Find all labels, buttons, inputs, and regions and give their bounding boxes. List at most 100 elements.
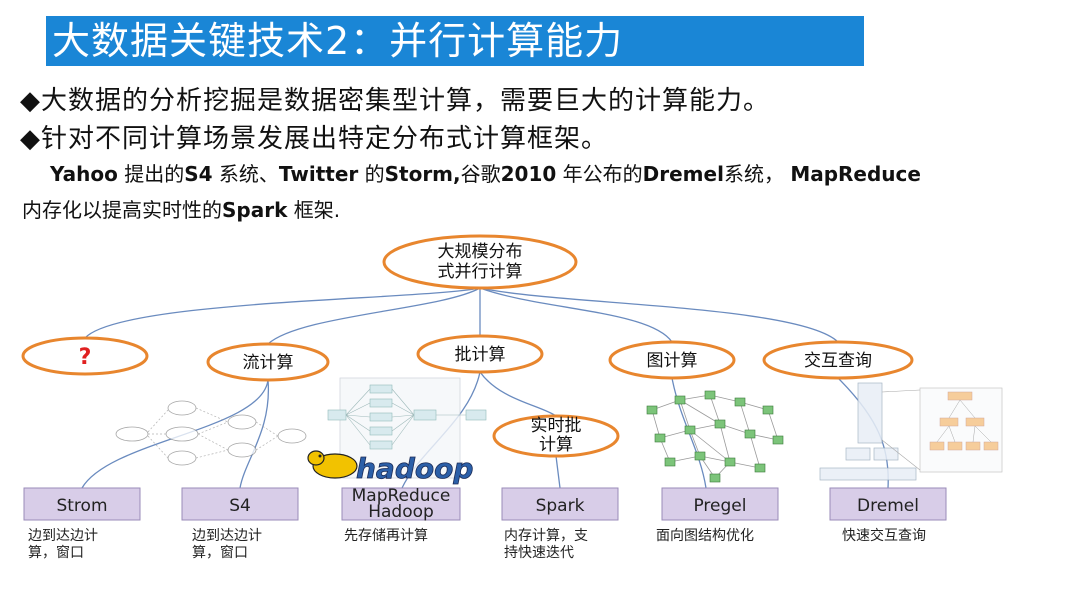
- pregel-edge-4: [651, 409, 661, 439]
- system-box-mapreduce: [341, 487, 461, 521]
- dremel-tree-thumbnail: [819, 382, 1003, 481]
- system-caption-strom-0: 边到达边计: [28, 528, 98, 544]
- system-label-pregel-0: Pregel: [693, 496, 746, 516]
- hadoop-logo: hadoop: [307, 450, 474, 485]
- connector-root-to-interactive: [479, 287, 839, 343]
- description-line-1-run-4: Twitter: [278, 162, 359, 186]
- description-line-2-run-1: Spark: [222, 198, 288, 222]
- unknown-label: ?: [79, 345, 92, 370]
- connector-stream-to-s4: [239, 379, 270, 489]
- connector-lines: [81, 287, 889, 489]
- system-label-mapreduce-1: Hadoop: [368, 502, 434, 522]
- system-caption-pregel-0: 面向图结构优化: [656, 528, 754, 544]
- system-label-strom-0: Strom: [56, 496, 107, 516]
- description-line-1-run-9: 年公布的: [556, 162, 643, 186]
- pregel-edge-16: [749, 433, 761, 469]
- stream-label: 流计算: [243, 353, 294, 373]
- page-title: 大数据关键技术2：并行计算能力: [46, 16, 864, 66]
- description-line-1-run-11: 系统，: [723, 162, 791, 186]
- pregel-node-5: [654, 433, 666, 443]
- description-line-1-run-7: 谷歌: [460, 162, 501, 186]
- pregel-node-10: [664, 457, 676, 467]
- pregel-node-4: [762, 405, 774, 415]
- connector-realtime-to-spark: [555, 455, 561, 489]
- system-caption-spark-1: 持快速迭代: [504, 545, 574, 561]
- description-line-1-run-10: Dremel: [642, 162, 724, 186]
- category-realtime-batch: 实时批 计算: [492, 414, 620, 458]
- system-box-pregel: [661, 487, 779, 521]
- description-line-1-run-6: Storm,: [384, 162, 461, 186]
- system-box-s4: [181, 487, 299, 521]
- graph-label: 图计算: [647, 351, 698, 371]
- description-line-2-run-0: 内存化以提高实时性的: [22, 198, 222, 222]
- pregel-node-7: [714, 419, 726, 429]
- description-line-1-run-8: 2010: [500, 162, 557, 186]
- system-caption-strom-1: 算，窗口: [28, 544, 84, 561]
- system-caption-s4-0: 边到达边计: [192, 528, 262, 544]
- category-interactive: 交互查询: [762, 340, 914, 380]
- system-label-s4-0: S4: [229, 496, 251, 516]
- description-line-1-run-0: Yahoo: [50, 162, 118, 186]
- description-line-1-run-1: 提出的: [117, 162, 185, 186]
- pregel-edge-6: [709, 394, 721, 425]
- pregel-edge-23: [689, 429, 731, 463]
- pregel-node-3: [734, 397, 746, 407]
- connector-root-to-unknown: [84, 287, 481, 339]
- category-stream: 流计算: [206, 342, 330, 382]
- category-graph: 图计算: [608, 340, 736, 380]
- system-caption-spark-0: 内存计算，支: [504, 528, 588, 544]
- pregel-edge-14: [689, 429, 701, 457]
- system-box-strom: [23, 487, 141, 521]
- system-caption-dremel-0: 快速交互查询: [842, 527, 926, 544]
- realtime-batch-label-line-1: 实时批: [531, 416, 582, 436]
- pregel-edge-7: [739, 401, 751, 435]
- hadoop-logo-text: hadoop: [356, 452, 473, 485]
- system-label-dremel-0: Dremel: [857, 496, 919, 516]
- interactive-label: 交互查询: [804, 351, 872, 371]
- description-line-1-run-2: S4: [184, 162, 213, 186]
- description: Yahoo 提出的S4 系统、Twitter 的Storm,谷歌2010 年公布…: [22, 156, 1072, 228]
- system-caption-s4-1: 算，窗口: [192, 544, 248, 561]
- pregel-node-8: [744, 429, 756, 439]
- root-node: 大规模分布 式并行计算: [382, 234, 578, 290]
- bullet-1: ◆大数据的分析挖掘是数据密集型计算，需要巨大的计算能力。: [20, 86, 770, 116]
- system-dremel: Dremel 快速交互查询: [829, 487, 947, 544]
- stream-graph-thumbnail: [115, 400, 307, 466]
- pregel-node-14: [709, 473, 721, 483]
- pregel-node-6: [684, 425, 696, 435]
- pregel-node-12: [724, 457, 736, 467]
- pregel-node-1: [674, 395, 686, 405]
- description-line-1: Yahoo 提出的S4 系统、Twitter 的Storm,谷歌2010 年公布…: [22, 156, 1072, 192]
- bullet-2: ◆针对不同计算场景发展出特定分布式计算框架。: [20, 124, 608, 154]
- pregel-edge-8: [767, 409, 779, 441]
- system-box-spark: [501, 487, 619, 521]
- pregel-node-13: [754, 463, 766, 473]
- pregel-node-9: [772, 435, 784, 445]
- system-pregel: Pregel 面向图结构优化: [656, 487, 779, 544]
- system-boxes: Strom边到达边计算，窗口S4边到达边计算，窗口MapReduceHadoop…: [23, 486, 947, 561]
- realtime-batch-label-line-2: 计算: [539, 435, 573, 455]
- pregel-node-2: [704, 390, 716, 400]
- pregel-node-11: [694, 451, 706, 461]
- description-line-2-run-2: 框架.: [287, 198, 341, 222]
- system-caption-mapreduce-0: 先存储再计算: [344, 528, 428, 544]
- batch-label: 批计算: [455, 345, 506, 365]
- system-label-mapreduce-0: MapReduce: [352, 486, 451, 506]
- description-line-1-run-3: 系统、: [212, 162, 279, 186]
- connector-root-to-stream: [267, 287, 481, 345]
- connector-root-to-graph: [479, 287, 673, 343]
- description-line-2: 内存化以提高实时性的Spark 框架.: [22, 192, 1072, 228]
- category-unknown: ?: [21, 336, 149, 376]
- category-batch: 批计算: [416, 334, 544, 374]
- pregel-edge-15: [719, 423, 731, 463]
- pregel-graph-thumbnail: [646, 390, 784, 483]
- system-label-spark-0: Spark: [536, 496, 585, 516]
- connector-batch-to-realtime: [479, 371, 557, 417]
- pregel-node-0: [646, 405, 658, 415]
- description-line-1-run-5: 的: [358, 162, 385, 186]
- connector-graph-to-pregel: [671, 377, 707, 489]
- system-box-dremel: [829, 487, 947, 521]
